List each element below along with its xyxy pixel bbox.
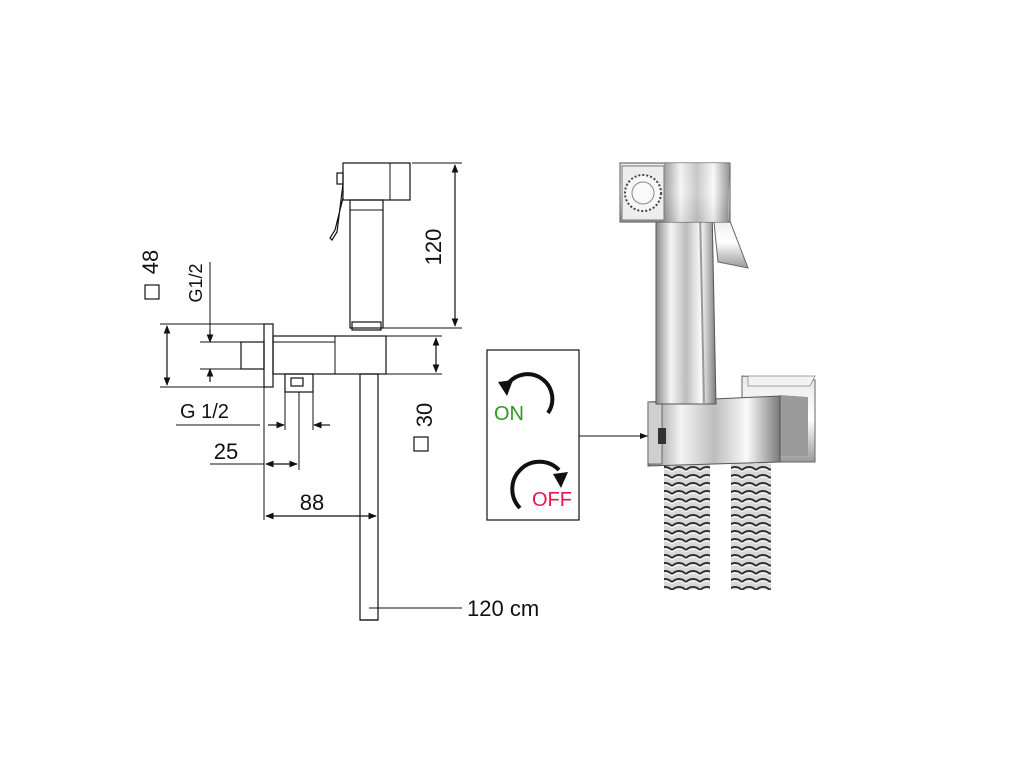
hose-left xyxy=(664,462,710,590)
handle-outline xyxy=(349,199,384,329)
g12-vertical-label: G1/2 xyxy=(186,263,206,302)
technical-drawing: 120 30 48 G1/2 G 1/2 25 xyxy=(138,162,539,621)
rotate-clockwise-icon xyxy=(510,459,568,510)
on-label: ON xyxy=(494,403,524,425)
off-label: OFF xyxy=(532,489,572,511)
on-off-legend: ON OFF xyxy=(486,349,648,521)
sprayer-head-outline xyxy=(342,162,411,201)
square-symbol-icon xyxy=(413,436,429,452)
width-88-label: 88 xyxy=(300,490,324,515)
square-30-label: 30 xyxy=(412,403,437,427)
wall-flange-outline xyxy=(263,323,274,388)
product-image xyxy=(619,162,816,590)
width-25-label: 25 xyxy=(214,439,238,464)
square-symbol-icon xyxy=(144,284,160,300)
rotate-counterclockwise-icon xyxy=(498,372,555,415)
hose-right xyxy=(731,462,771,590)
hose-length-label: 120 cm xyxy=(467,596,539,621)
lever-outline xyxy=(329,183,344,241)
square-48-label: 48 xyxy=(138,250,163,274)
hose-outline xyxy=(359,373,379,621)
g12-horizontal-label: G 1/2 xyxy=(180,401,229,423)
height-120-label: 120 xyxy=(421,229,446,266)
